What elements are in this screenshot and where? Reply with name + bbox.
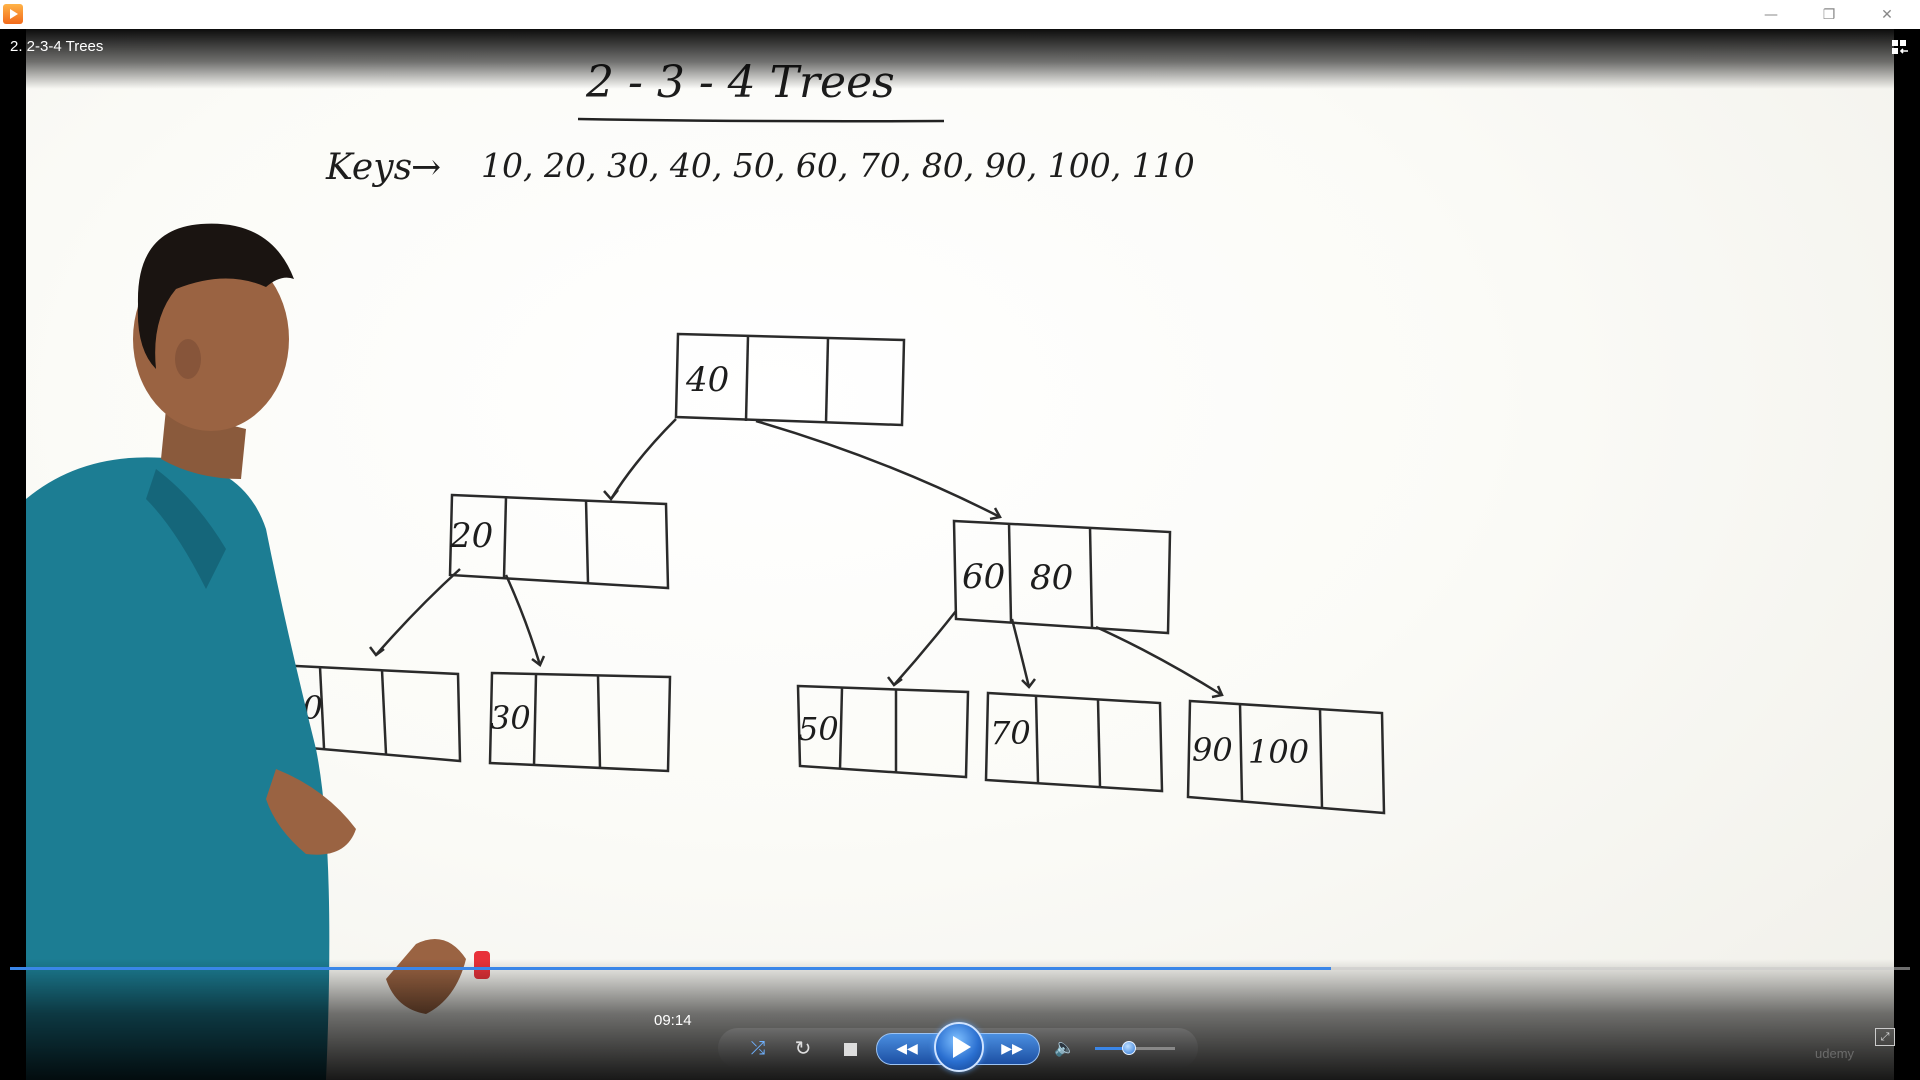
root-divider-2 [824,337,830,424]
restore-button[interactable]: ❐ [1822,6,1836,23]
volume-slider[interactable] [1095,1041,1175,1055]
node-20-key-1: 20 [449,516,493,556]
leaf-30 [488,671,672,773]
keys-arrow: → [411,147,441,188]
speaker-icon: 🔈 [1054,1038,1076,1058]
volume-thumb[interactable] [1121,1041,1136,1055]
switch-to-library-icon[interactable] [1890,37,1910,57]
shuffle-button[interactable]: ⤮ [743,1034,773,1062]
node-20-divider-1 [502,496,508,579]
node-60-80-divider-2 [1088,526,1094,629]
window-title-bar: — ❐ ✕ [0,0,1920,29]
seek-bar-progress [10,967,1331,970]
media-player-icon [3,4,23,24]
edge-40-20 [609,418,677,500]
seek-bar[interactable] [10,967,1910,970]
fullscreen-icon: ⤢ [1880,1030,1890,1043]
minimize-button[interactable]: — [1764,6,1778,23]
presenter [26,223,490,1080]
top-overlay: 2. 2-3-4 Trees [0,29,1920,89]
leaf-90-100 [1186,699,1386,815]
repeat-button[interactable]: ↻ [788,1034,818,1062]
stop-button[interactable] [836,1036,864,1062]
root-divider-1 [744,335,750,422]
leaf-50 [796,684,970,779]
next-button[interactable]: ▶▶ [990,1035,1034,1063]
current-time: 09:14 [654,1012,692,1029]
node-60-80-key-1: 60 [962,557,1005,597]
edge-20-30 [504,574,542,666]
mute-button[interactable]: 🔈 [1050,1034,1080,1062]
fast-forward-icon: ▶▶ [1001,1041,1023,1057]
edge-60-50 [893,610,957,686]
leaf-30-key: 30 [490,699,531,737]
watermark-logo: udemy [1815,1046,1855,1061]
leaf-90-key: 90 [1192,731,1233,769]
leaf-70 [984,691,1164,793]
volume-level [1095,1047,1129,1050]
whiteboard [26,29,1894,1080]
close-button[interactable]: ✕ [1881,6,1893,23]
stop-icon [843,1042,857,1056]
video-title: 2. 2-3-4 Trees [10,38,104,55]
previous-button[interactable]: ◀◀ [885,1035,929,1063]
rewind-icon: ◀◀ [896,1041,918,1057]
edge-60-70 [1010,618,1031,688]
keys-list: 10, 20, 30, 40, 50, 60, 70, 80, 90, 100,… [481,146,1195,185]
edge-40-60-80 [755,419,1001,519]
heading-underline [577,117,945,123]
leaf-100-key: 100 [1248,733,1309,771]
node-60-80-key-2: 80 [1030,558,1073,598]
video-viewport[interactable]: 2 - 3 - 4 Trees Keys → 10, 20, 30, 40, 5… [0,29,1920,1080]
video-frame: 2 - 3 - 4 Trees Keys → 10, 20, 30, 40, 5… [26,29,1894,1080]
leaf-50-key: 50 [798,710,839,748]
node-60-80-divider-1 [1007,522,1013,623]
node-20-divider-2 [584,499,590,584]
fullscreen-button[interactable]: ⤢ [1875,1028,1895,1046]
repeat-icon: ↻ [794,1036,812,1060]
node-20 [448,493,670,590]
root-key-1: 40 [685,360,729,400]
root-node [674,332,906,427]
play-icon [952,1036,971,1058]
edge-20-10 [375,568,461,656]
leaf-70-key: 70 [990,714,1031,752]
node-60-80 [952,519,1172,635]
play-button[interactable] [934,1022,984,1072]
shuffle-icon: ⤮ [750,1037,766,1059]
edge-80-90 [1095,625,1223,697]
keys-label: Keys [325,147,412,188]
